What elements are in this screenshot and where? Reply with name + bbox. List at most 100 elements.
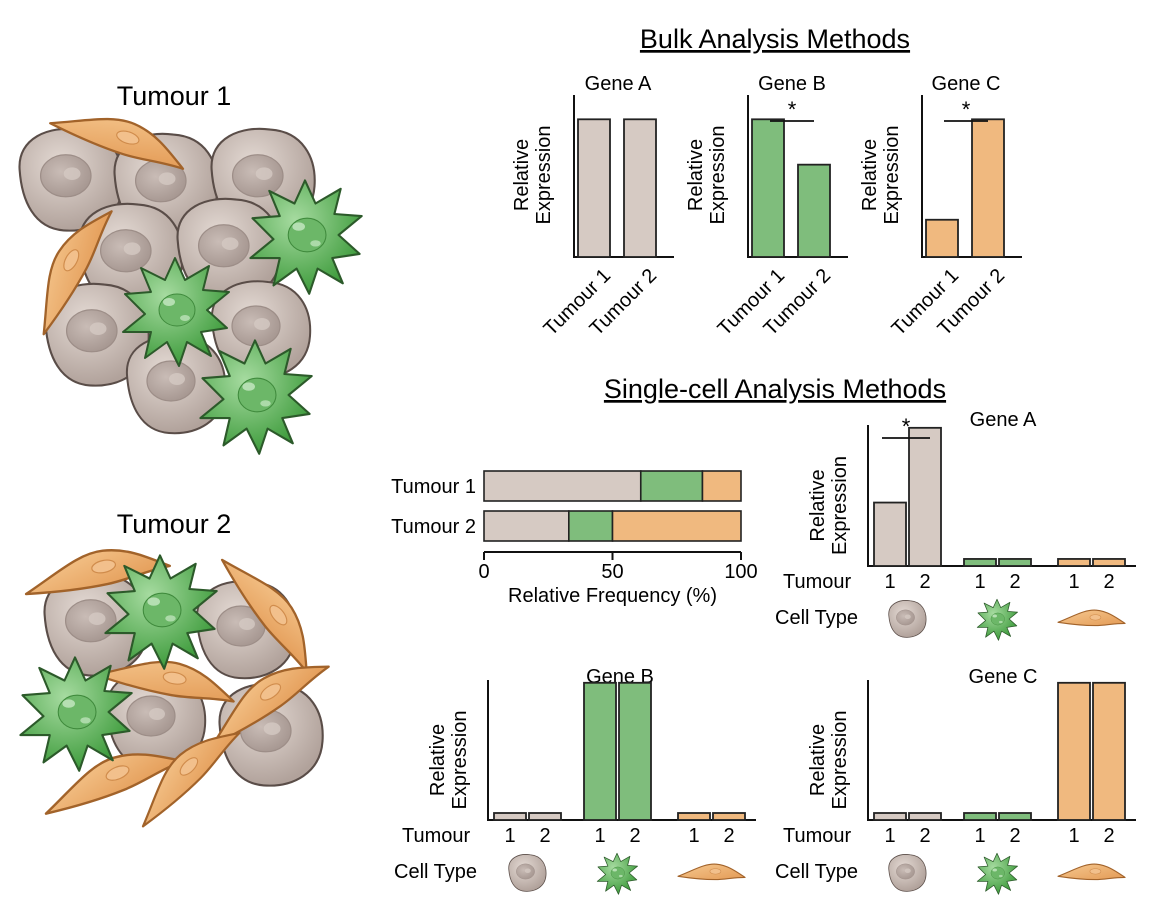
immune-cell-icon [596, 852, 638, 895]
tumour-row-label: Tumour [783, 825, 852, 847]
fibroblast-icon [1057, 609, 1126, 627]
bar [797, 163, 831, 258]
cell-type-row-label: Cell Type [394, 861, 477, 883]
y-axis-label-line2: Expression [533, 126, 555, 225]
chart-axes [867, 680, 1136, 821]
significance-star: * [788, 97, 797, 122]
y-axis-label-line1: Relative [427, 724, 449, 796]
tumour2-title: Tumour 2 [117, 509, 232, 539]
y-axis-label-line1: Relative [807, 469, 829, 541]
bar [623, 118, 657, 258]
significance-star: * [962, 97, 971, 122]
chart-title: Gene A [970, 409, 1037, 431]
chart-title: Gene B [758, 73, 826, 95]
x-tick-label: 50 [601, 561, 623, 583]
bar [493, 812, 527, 821]
row-label: Tumour 1 [391, 476, 476, 498]
chart-title: Gene C [969, 666, 1038, 688]
bar [998, 812, 1032, 821]
tumour1-illustration [18, 97, 363, 455]
chart-title: Gene A [585, 73, 652, 95]
x-tick-label: 2 [1009, 571, 1020, 593]
bar [1092, 558, 1126, 567]
stacked-segment [701, 470, 742, 502]
x-tick-label: 1 [594, 825, 605, 847]
x-tick-label: 1 [1068, 825, 1079, 847]
x-tick-label: 2 [629, 825, 640, 847]
x-tick-label: 1 [974, 571, 985, 593]
x-tick-label: 100 [724, 561, 757, 583]
cell-type-row-label: Cell Type [775, 861, 858, 883]
chart-axes [487, 680, 756, 821]
fibroblast-icon [677, 863, 746, 881]
tumour2-illustration [19, 536, 333, 833]
x-tick-label: 2 [1009, 825, 1020, 847]
y-axis-label-line2: Expression [881, 126, 903, 225]
x-tick-label: 1 [884, 825, 895, 847]
bar [908, 426, 942, 567]
y-axis-label-line2: Expression [829, 711, 851, 810]
stacked-segment [611, 510, 742, 542]
x-tick-label: 1 [884, 571, 895, 593]
x-tick-label: 2 [1103, 571, 1114, 593]
stacked-segment [568, 510, 614, 542]
immune-cell-icon [976, 598, 1018, 641]
x-axis-label: Relative Frequency (%) [508, 585, 717, 607]
bar [618, 681, 652, 821]
x-tick-label: 1 [974, 825, 985, 847]
x-tick-label: 2 [723, 825, 734, 847]
bar [873, 501, 907, 567]
bulk-section-title: Bulk Analysis Methods [640, 24, 910, 54]
bar [677, 812, 711, 821]
bar [577, 118, 611, 258]
x-tick-label: 2 [539, 825, 550, 847]
x-tick-label: 2 [1103, 825, 1114, 847]
x-tick-label: 0 [478, 561, 489, 583]
tumour-cell-icon [508, 854, 547, 892]
stacked-segment [483, 510, 570, 542]
bar [971, 118, 1005, 258]
stacked-segment [639, 470, 704, 502]
y-axis-label-line2: Expression [829, 456, 851, 555]
immune-cell-icon [976, 852, 1018, 895]
tumour-row-label: Tumour [783, 571, 852, 593]
y-axis-label-line1: Relative [807, 724, 829, 796]
bar [998, 558, 1032, 567]
stacked-segment [483, 470, 642, 502]
x-tick-label: 1 [1068, 571, 1079, 593]
y-axis-label-line1: Relative [685, 139, 707, 211]
bar [908, 812, 942, 821]
chart-axes [867, 425, 1136, 567]
single-cell-section-title: Single-cell Analysis Methods [604, 374, 946, 404]
tumour1-title: Tumour 1 [117, 81, 232, 111]
bar [712, 812, 746, 821]
bar [963, 558, 997, 567]
bar [963, 812, 997, 821]
bar [925, 218, 959, 258]
tumour-row-label: Tumour [402, 825, 471, 847]
cell-type-row-label: Cell Type [775, 607, 858, 629]
x-tick-label: 1 [688, 825, 699, 847]
bar [751, 118, 785, 258]
tumour-cell-icon [888, 854, 927, 892]
tumour-cell-icon [888, 600, 927, 638]
bar [1057, 681, 1091, 821]
bar [528, 812, 562, 821]
y-axis-label-line1: Relative [511, 139, 533, 211]
y-axis-label-line1: Relative [859, 139, 881, 211]
bar [583, 681, 617, 821]
